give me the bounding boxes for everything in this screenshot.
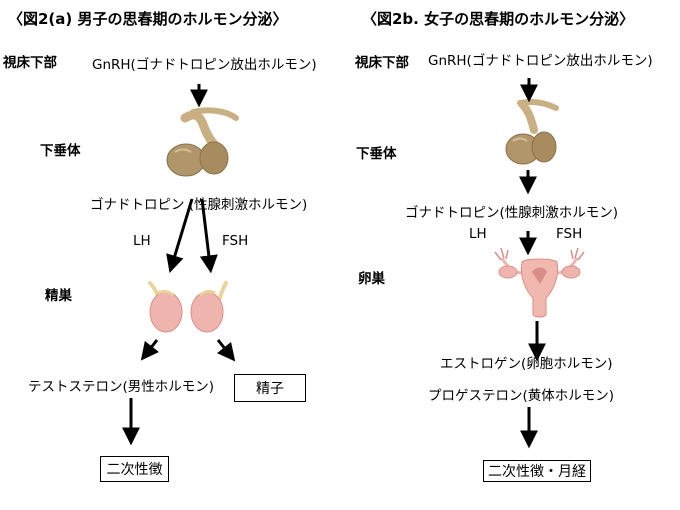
right-estrogen-label: エストロゲン(卵胞ホルモン) — [440, 356, 613, 372]
sperm-label: 精子 — [256, 381, 284, 397]
left-hypothalamus-label: 視床下部 — [3, 55, 57, 71]
left-title: 〈図2(a) 男子の思春期のホルモン分泌〉 — [8, 10, 288, 28]
right-gnrh-label: GnRH(ゴナドトロピン放出ホルモン) — [428, 53, 653, 69]
left-gnrh-label: GnRH(ゴナドトロピン放出ホルモン) — [92, 57, 317, 73]
left-secondary-label: 二次性徴 — [106, 462, 163, 478]
right-lh-label: LH — [469, 226, 487, 242]
left-testis-icon — [148, 281, 228, 333]
right-fsh-label: FSH — [556, 226, 583, 242]
right-secondary-box: 二次性徴・月経 — [483, 460, 591, 482]
left-testis-label: 精巣 — [45, 288, 72, 304]
right-title: 〈図2b. 女子の思春期のホルモン分泌〉 — [362, 10, 635, 28]
left-testosterone-label: テストステロン(男性ホルモン) — [28, 379, 215, 395]
left-gonadotropin-label: ゴナドトロピン (性腺刺激ホルモン) — [90, 197, 308, 213]
right-hypothalamus-label: 視床下部 — [355, 55, 409, 71]
left-arrows — [122, 84, 236, 446]
left-arrow-fsh — [199, 198, 218, 274]
left-pituitary-icon — [166, 107, 239, 177]
right-secondary-label: 二次性徴・月経 — [488, 464, 586, 480]
left-arrow-testosterone — [140, 339, 160, 361]
sperm-box: 精子 — [234, 374, 306, 402]
left-fsh-label: FSH — [222, 233, 249, 249]
left-pituitary-label: 下垂体 — [40, 143, 81, 159]
left-arrow-sperm — [216, 339, 236, 362]
right-arrows — [519, 78, 546, 449]
right-pituitary-label: 下垂体 — [356, 146, 397, 162]
left-arrow-lh — [166, 198, 194, 274]
left-lh-label: LH — [133, 233, 151, 249]
right-gonadotropin-label: ゴナドトロピン(性腺刺激ホルモン) — [405, 205, 619, 221]
right-progesterone-label: プロゲステロン(黄体ホルモン) — [428, 388, 615, 404]
left-secondary-box: 二次性徴 — [100, 456, 169, 482]
right-pituitary-icon — [505, 98, 559, 165]
right-ovary-label: 卵巣 — [358, 271, 385, 287]
right-ovary-icon — [494, 247, 585, 318]
